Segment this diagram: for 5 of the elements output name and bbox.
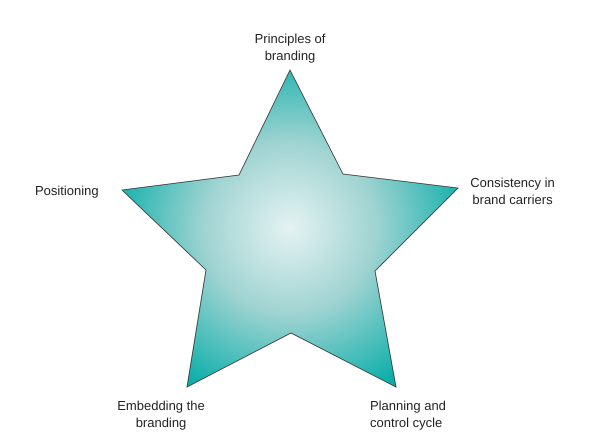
star-point-label: Embedding the branding xyxy=(116,397,206,431)
star-point-label: Planning and control cycle xyxy=(370,397,447,431)
star-point-label: Positioning xyxy=(35,182,100,199)
star-point-label: Consistency in brand carriers xyxy=(469,174,556,208)
star-point-label: Principles of branding xyxy=(254,30,326,64)
